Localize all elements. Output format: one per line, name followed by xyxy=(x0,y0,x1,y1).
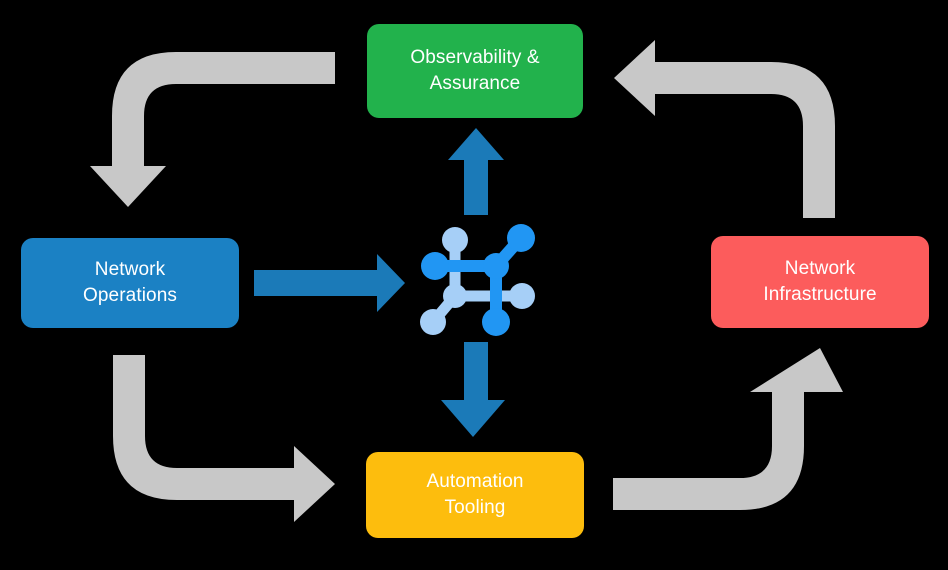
node-box-observability[interactable]: Observability & Assurance xyxy=(367,24,583,118)
node-box-network-operations[interactable]: Network Operations xyxy=(21,238,239,328)
arrow-center-to-observability xyxy=(448,128,504,215)
node-box-network-infrastructure[interactable]: Network Infrastructure xyxy=(711,236,929,328)
network-icon-edges xyxy=(428,234,526,326)
node-box-automation-tooling[interactable]: Automation Tooling xyxy=(366,452,584,538)
arrow-observability-to-operations xyxy=(90,52,335,207)
arrow-operations-to-center xyxy=(254,254,405,312)
network-icon-nodes xyxy=(420,224,535,336)
arrow-center-to-automation xyxy=(441,342,505,437)
arrow-operations-to-automation xyxy=(113,355,335,522)
arrow-infrastructure-to-observability xyxy=(614,40,835,218)
arrow-automation-to-infrastructure xyxy=(613,348,843,510)
